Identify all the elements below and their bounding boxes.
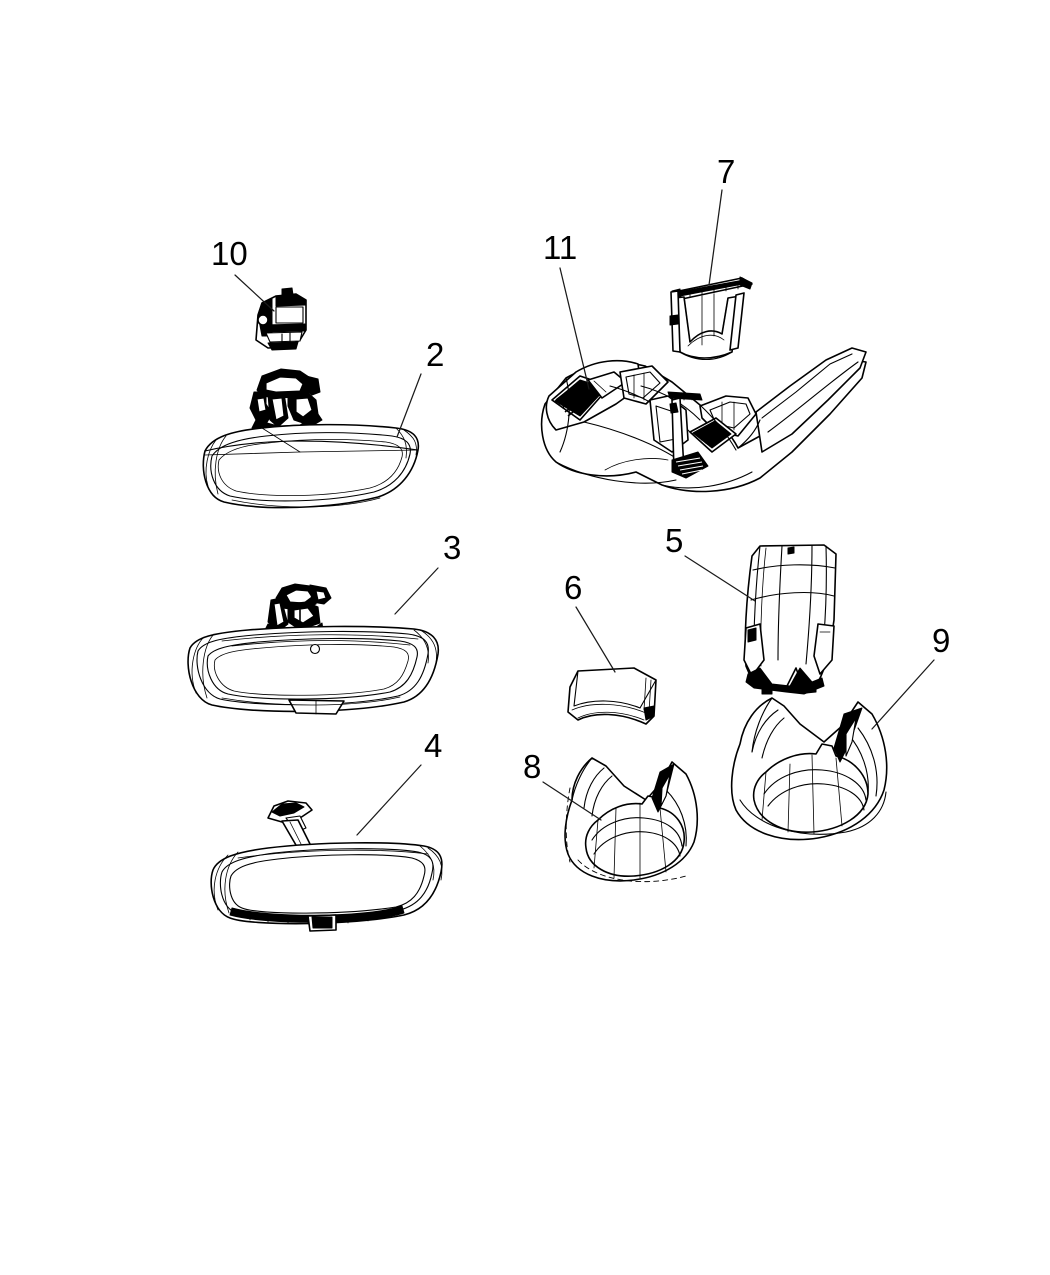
callout-leader-lines [234,189,935,836]
callout-label-3: 3 [443,529,461,566]
leader-line-7 [708,189,723,286]
callout-label-8: 8 [523,748,541,785]
leader-line-5 [684,555,756,602]
part-2-inside-rear-view-mirror-with-mount-bracket [202,368,420,509]
part-10-rain-sensor-camera-module [255,287,307,351]
leader-line-4 [356,764,422,836]
leader-line-2 [396,373,422,438]
callout-label-5: 5 [665,522,683,559]
part-9-mirror-housing-cover-lower-right [730,697,888,841]
part-7-overhead-console-storage-bin-door [669,276,753,361]
part-11-overhead-console-assembly [540,347,867,493]
part-8-mirror-housing-cover-lower-left [564,757,699,882]
leader-line-10 [234,274,275,312]
callout-number-labels: 10 2 3 4 11 7 5 6 8 9 [211,153,950,785]
callout-label-4: 4 [424,727,442,764]
leader-line-3 [394,567,439,615]
leader-line-11 [559,267,590,390]
callout-label-10: 10 [211,235,248,272]
leader-line-8 [542,781,602,821]
callout-label-2: 2 [426,336,444,373]
part-4-inside-rear-view-mirror-manual-day-night [210,800,443,932]
part-6-mirror-base-cap-cover [567,667,657,725]
leader-line-9 [871,659,935,730]
part-3-inside-rear-view-mirror-wide-frame [187,583,440,715]
part-5-mirror-support-cover-upper [743,544,837,695]
callout-label-11: 11 [543,229,577,266]
callout-label-6: 6 [564,569,582,606]
callout-label-9: 9 [932,622,950,659]
callout-label-7: 7 [717,153,735,190]
leader-line-6 [575,606,616,673]
